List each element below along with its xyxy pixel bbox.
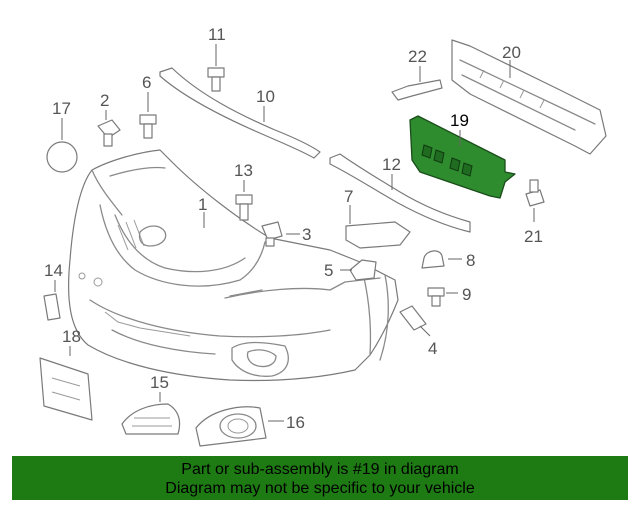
leader-lines <box>54 44 535 422</box>
parts-diagram: 1 2 3 4 5 6 7 8 9 10 11 12 13 14 16 17 1… <box>39 25 607 447</box>
label-12: 12 <box>382 155 401 174</box>
absorber-part-highlighted <box>409 115 516 199</box>
fog-bezel-part-16 <box>195 406 267 447</box>
upper-retainer-part <box>159 67 321 159</box>
label-18: 18 <box>62 327 81 346</box>
plate-bracket-part-18 <box>39 357 93 421</box>
label-6: 6 <box>142 73 151 92</box>
banner-line-1: Part or sub-assembly is #19 in diagram <box>181 461 459 478</box>
label-10: 10 <box>256 87 275 106</box>
label-16: 16 <box>286 413 305 432</box>
bolt-part-6 <box>139 114 157 139</box>
label-14: 14 <box>44 261 63 280</box>
label-13: 13 <box>234 161 253 180</box>
bumper-cover-part <box>68 149 399 382</box>
reinforcement-bar-part <box>451 39 607 155</box>
label-7: 7 <box>344 187 353 206</box>
label-15: 15 <box>150 373 169 392</box>
bracket-part-5 <box>349 259 377 281</box>
bolt-part-21 <box>525 179 545 207</box>
label-17: 17 <box>52 99 71 118</box>
label-3: 3 <box>302 225 311 244</box>
bracket-part-14 <box>43 293 61 321</box>
banner-line-2: Diagram may not be specific to your vehi… <box>165 480 475 497</box>
label-20: 20 <box>502 43 521 62</box>
bolt-part-9 <box>427 287 445 307</box>
label-4: 4 <box>428 339 437 358</box>
label-19: 19 <box>450 111 469 130</box>
grille-part-15 <box>121 403 181 435</box>
side-retainer-part <box>329 153 471 233</box>
label-8: 8 <box>466 251 475 270</box>
bracket-part-7 <box>345 221 411 249</box>
clip-part-3 <box>261 221 283 247</box>
bracket-part-22 <box>391 79 443 101</box>
clip-part-2 <box>97 119 121 147</box>
label-9: 9 <box>462 285 471 304</box>
bolt-part-13 <box>235 194 253 221</box>
clip-part-8 <box>421 250 445 269</box>
label-1: 1 <box>198 195 207 214</box>
part-labels: 1 2 3 4 5 6 7 8 9 10 11 12 13 14 16 17 1… <box>44 25 543 432</box>
bolt-part-11 <box>207 67 225 92</box>
emblem-part <box>46 141 78 173</box>
label-11: 11 <box>208 25 226 44</box>
info-banner: Part or sub-assembly is #19 in diagram D… <box>12 456 628 500</box>
label-5: 5 <box>324 261 333 280</box>
screw-part-4 <box>399 305 427 331</box>
label-21: 21 <box>524 227 543 246</box>
label-2: 2 <box>100 91 109 110</box>
label-22: 22 <box>408 47 427 66</box>
